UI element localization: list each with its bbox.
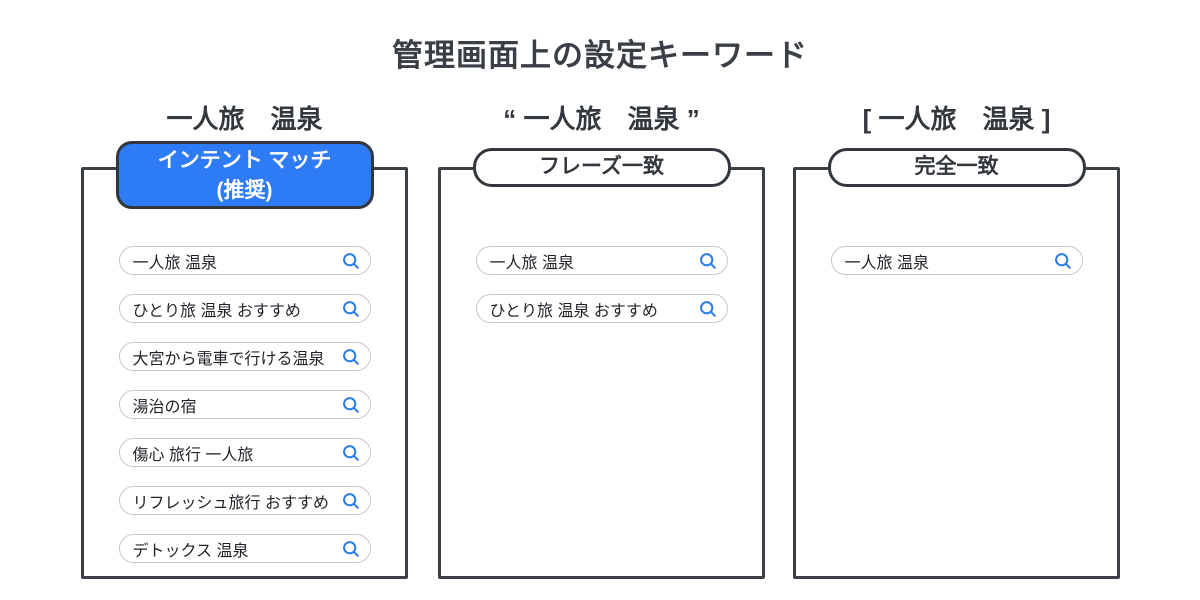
intent-match-badge-sublabel: (推奨) [216,179,273,203]
column-exact-match: [ 一人旅 温泉 ] 完全一致 一人旅 温泉 [793,0,1120,600]
search-icon [342,540,359,557]
search-query: ひとり旅 温泉 おすすめ [489,302,658,320]
search-pill: デトックス 温泉 [118,534,371,563]
intent-match-badge: インテント マッチ (推奨) [115,141,374,209]
search-query: 傷心 旅行 一人旅 [132,446,254,464]
search-pill: 一人旅 温泉 [830,246,1083,275]
search-icon [342,348,359,365]
search-pill-list-phrase: 一人旅 温泉 ひとり旅 温泉 おすすめ [475,246,728,323]
column-phrase-match: “ 一人旅 温泉 ” フレーズ一致 一人旅 温泉 ひとり旅 温泉 おすすめ [438,0,765,600]
intent-match-badge-label: インテント マッチ [157,149,332,172]
search-query: 一人旅 温泉 [489,254,574,272]
phrase-match-badge: フレーズ一致 [472,148,731,187]
search-icon [342,252,359,269]
search-pill: 大宮から電車で行ける温泉 [118,342,371,371]
search-pill-list-intent: 一人旅 温泉 ひとり旅 温泉 おすすめ 大宮から電車で行ける温泉 湯治の宿 傷心… [118,246,371,563]
match-box-exact [793,167,1120,579]
search-pill: ひとり旅 温泉 おすすめ [118,294,371,323]
page-title: 管理画面上の設定キーワード [392,38,808,73]
keyword-header-intent: 一人旅 温泉 [166,104,323,134]
search-pill: 一人旅 温泉 [118,246,371,275]
keyword-header-exact: [ 一人旅 温泉 ] [862,104,1051,134]
search-query: ひとり旅 温泉 おすすめ [132,302,301,320]
search-icon [342,396,359,413]
search-icon [342,444,359,461]
search-pill: 傷心 旅行 一人旅 [118,438,371,467]
search-icon [1054,252,1071,269]
column-intent-match: 一人旅 温泉 インテント マッチ (推奨) 一人旅 温泉 ひとり旅 温泉 おすす… [81,0,408,600]
search-icon [342,300,359,317]
search-query: リフレッシュ旅行 おすすめ [132,494,329,512]
search-query: 一人旅 温泉 [132,254,217,272]
search-query: 湯治の宿 [132,398,197,416]
search-pill: 一人旅 温泉 [475,246,728,275]
search-query: デトックス 温泉 [132,542,249,560]
search-pill-list-exact: 一人旅 温泉 [830,246,1083,275]
search-icon [699,300,716,317]
search-pill: 湯治の宿 [118,390,371,419]
exact-match-badge: 完全一致 [827,148,1086,187]
search-pill: リフレッシュ旅行 おすすめ [118,486,371,515]
keyword-header-phrase: “ 一人旅 温泉 ” [503,104,700,134]
search-icon [342,492,359,509]
match-box-phrase [438,167,765,579]
search-query: 大宮から電車で行ける温泉 [132,350,325,368]
search-icon [699,252,716,269]
search-query: 一人旅 温泉 [844,254,929,272]
search-pill: ひとり旅 温泉 おすすめ [475,294,728,323]
